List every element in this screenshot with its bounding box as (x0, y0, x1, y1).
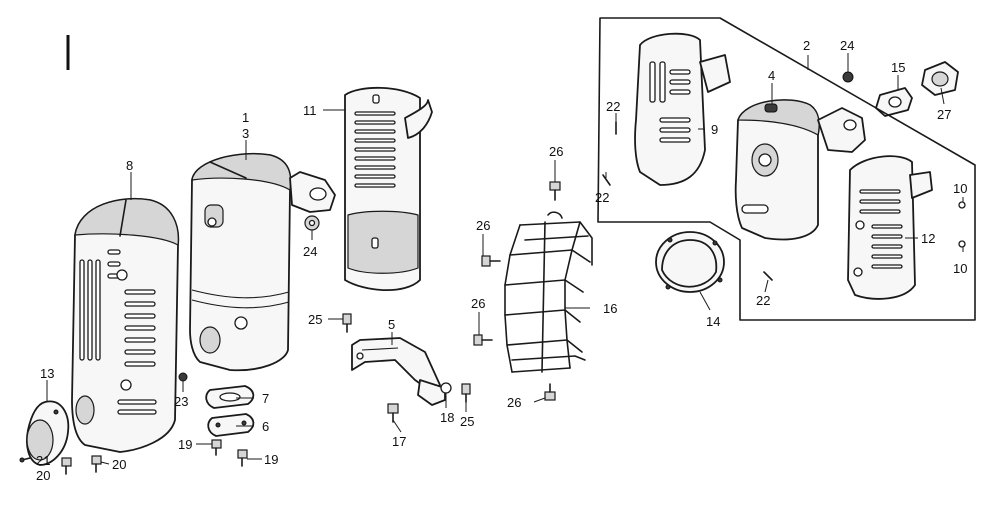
label-part-21: 21 (36, 453, 50, 468)
label-part-6: 6 (262, 419, 269, 434)
wire-guard-part-16 (504, 211, 593, 373)
end-cap-part-13 (26, 400, 70, 466)
label-part-22-lower: 22 (756, 293, 770, 308)
label-part-12: 12 (921, 231, 935, 246)
label-part-19-left: 19 (178, 437, 192, 452)
kit-box-outline (597, 17, 976, 321)
gasket-part-6 (207, 413, 255, 437)
label-part-17: 17 (392, 434, 406, 449)
label-part-10-upper: 10 (953, 181, 967, 196)
label-part-22-mid: 22 (595, 190, 609, 205)
label-part-7: 7 (262, 391, 269, 406)
cap-part-14 (655, 231, 725, 293)
hardware (19, 71, 966, 475)
leader-lines (46, 53, 964, 465)
gasket-part-7 (205, 385, 255, 409)
part-number-labels: 8 1 3 11 24 25 5 7 6 19 19 23 13 21 20 2… (36, 38, 967, 483)
bracket-part-5 (351, 337, 446, 406)
muffler-part-3 (189, 152, 336, 372)
protector-slots (79, 249, 157, 415)
label-part-1: 1 (242, 110, 249, 125)
label-part-18: 18 (440, 410, 454, 425)
label-part-2: 2 (803, 38, 810, 53)
label-part-23: 23 (174, 394, 188, 409)
label-part-26-mid: 26 (476, 218, 490, 233)
label-part-4: 4 (768, 68, 775, 83)
flange-part-27 (921, 61, 959, 96)
label-part-13: 13 (40, 366, 54, 381)
shield-12-slots (859, 189, 903, 269)
label-part-16: 16 (603, 301, 617, 316)
label-part-24-left: 24 (303, 244, 317, 259)
label-part-10-lower: 10 (953, 261, 967, 276)
muffler-protector-part-8 (71, 197, 180, 453)
label-part-14: 14 (706, 314, 720, 329)
label-part-25-lower: 25 (460, 414, 474, 429)
label-part-3: 3 (242, 126, 249, 141)
label-part-22-upper: 22 (606, 99, 620, 114)
label-part-26-top: 26 (549, 144, 563, 159)
label-part-25-upper: 25 (308, 312, 322, 327)
muffler-part-4 (734, 99, 866, 241)
label-part-5: 5 (388, 317, 395, 332)
heat-shield-slots (354, 111, 396, 188)
heat-shield-part-11 (344, 86, 433, 292)
shield-part-12 (847, 155, 933, 300)
label-part-11: 11 (303, 103, 317, 118)
label-part-19-right: 19 (264, 452, 278, 467)
label-part-27: 27 (937, 107, 951, 122)
label-part-24-right: 24 (840, 38, 854, 53)
shield-9-slots (649, 61, 691, 143)
label-part-15: 15 (891, 60, 905, 75)
label-part-9: 9 (711, 122, 718, 137)
label-part-8: 8 (126, 158, 133, 173)
label-part-26-bottom: 26 (507, 395, 521, 410)
label-part-20-right: 20 (112, 457, 126, 472)
shield-part-9 (634, 32, 731, 186)
label-part-20-left: 20 (36, 468, 50, 483)
label-part-26-lower: 26 (471, 296, 485, 311)
